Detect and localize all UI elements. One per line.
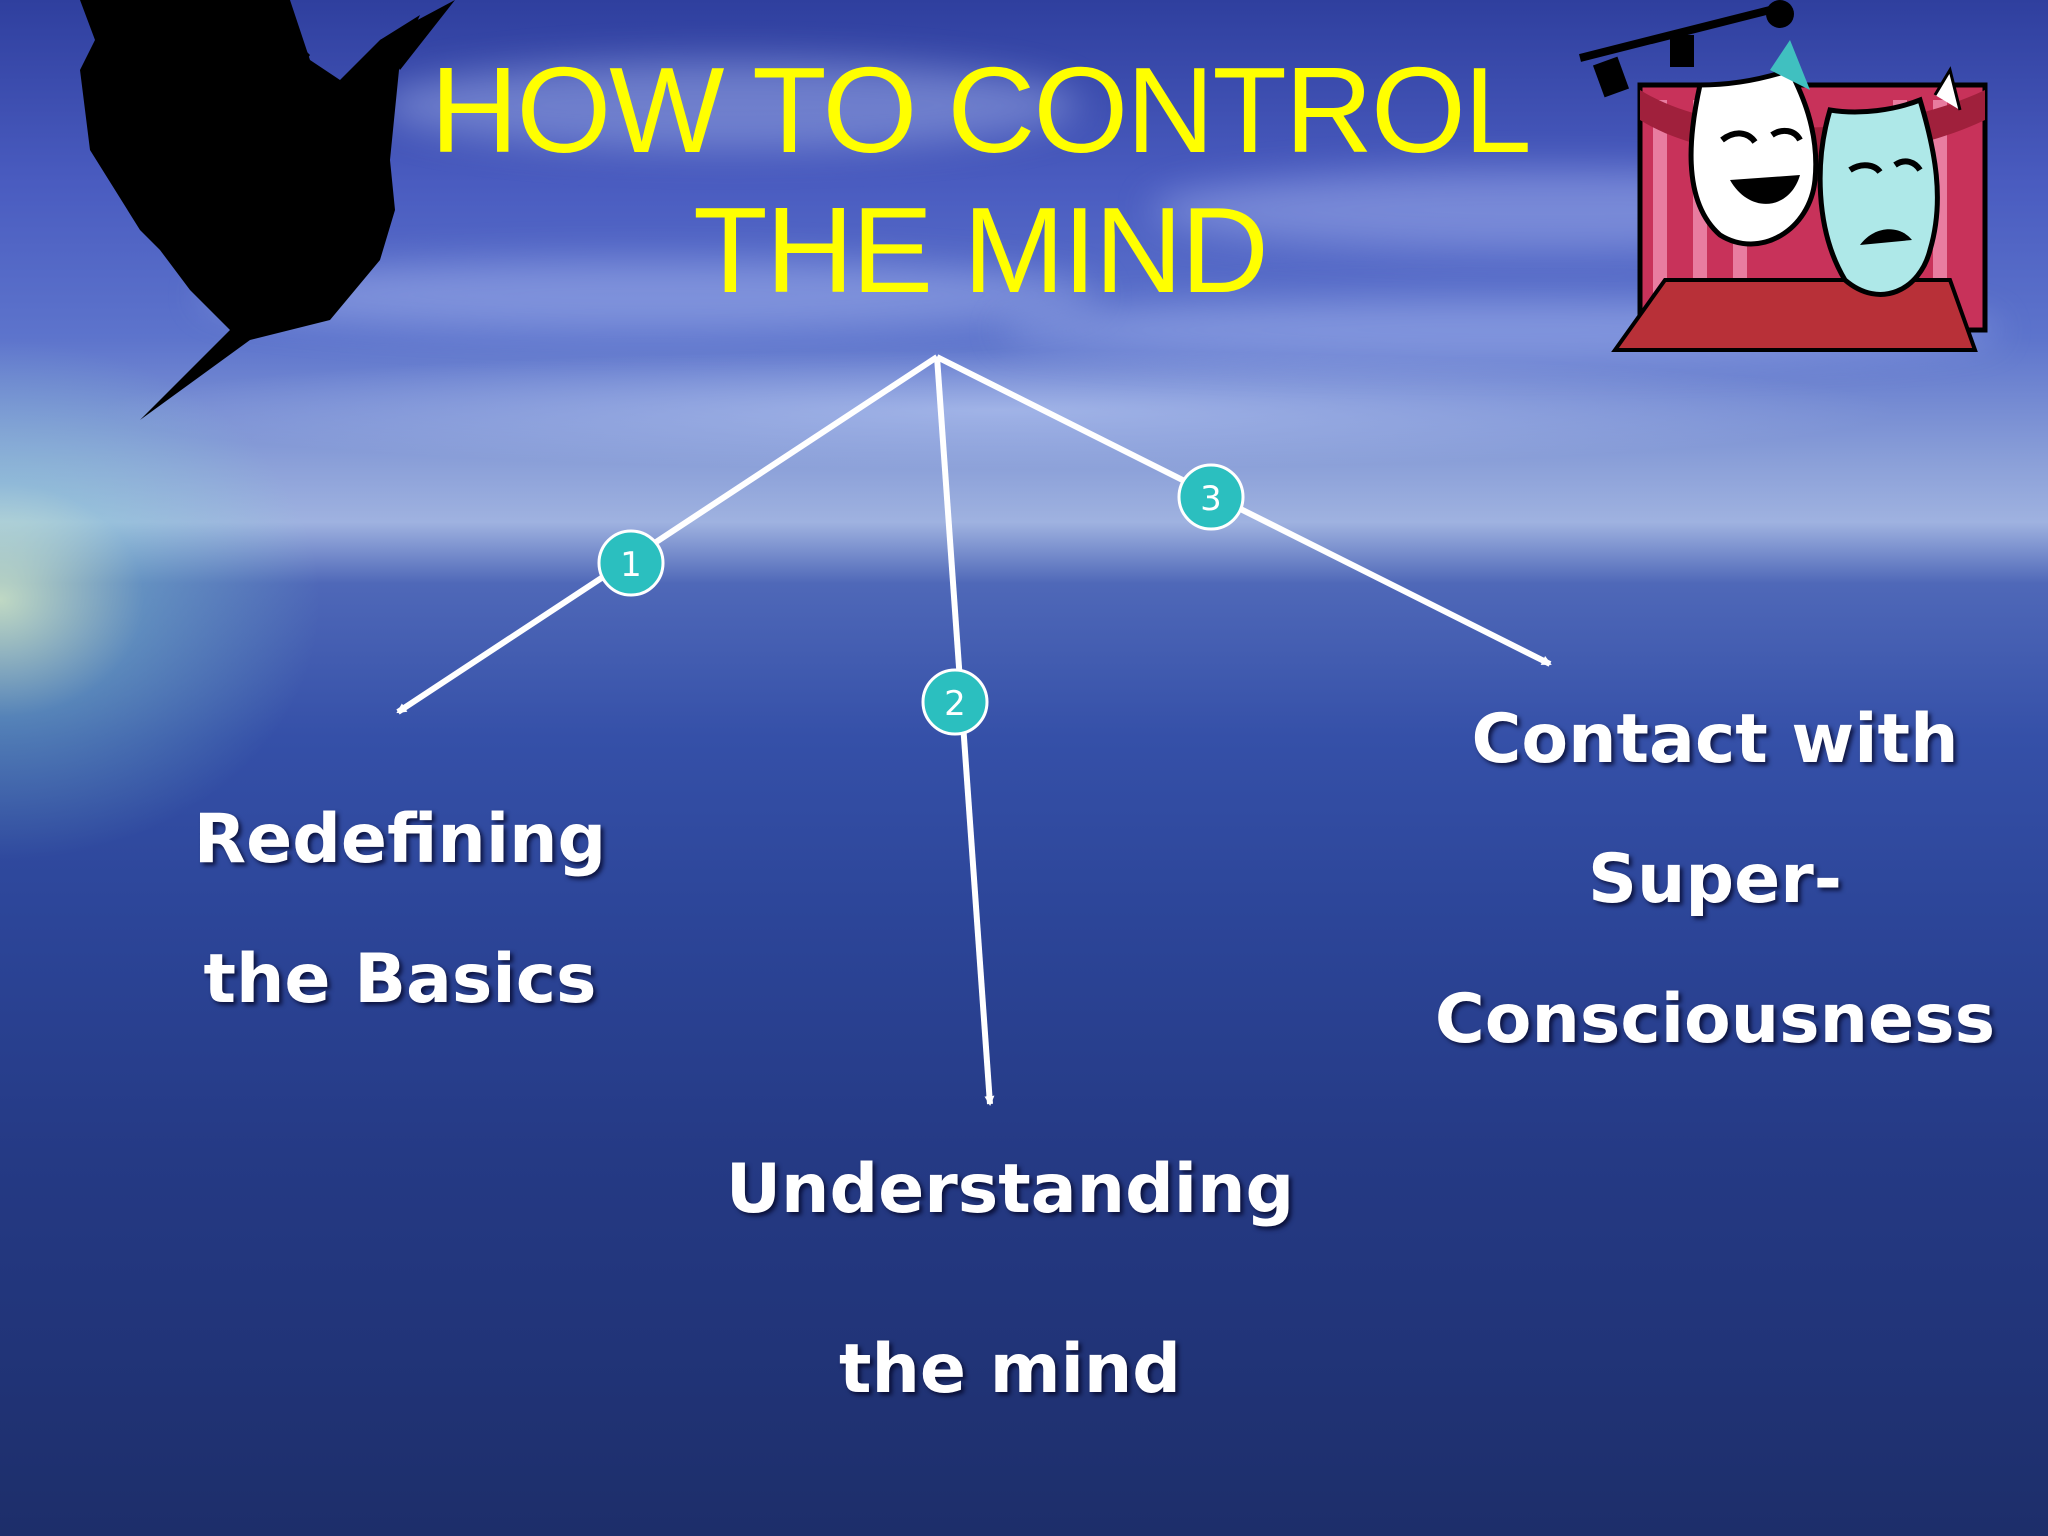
branch-3-label: Contact with Super- Consciousness (1410, 670, 2020, 1090)
branch-2-line: the mind (839, 1330, 1181, 1409)
cloud-wisp (380, 60, 1080, 150)
arrow-to-branch-3 (935, 354, 1552, 667)
badge-3-label: 3 (1200, 479, 1222, 519)
badge-3: 3 (1177, 463, 1245, 531)
branch-1-line: Redefining (193, 800, 607, 879)
badge-2: 2 (921, 668, 989, 736)
branch-2-line: Understanding (725, 1150, 1295, 1229)
slide-title: HOW TO CONTROL THE MIND (330, 40, 1630, 320)
branch-1-label: Redefining the Basics (170, 770, 630, 1050)
branch-3-line: Consciousness (1434, 980, 1996, 1059)
badge-2-label: 2 (944, 684, 966, 724)
badge-1-label: 1 (620, 545, 642, 585)
slide-title-line: THE MIND (693, 182, 1269, 318)
badge-1: 1 (597, 529, 665, 597)
branch-2-label: Understanding the mind (700, 1100, 1320, 1460)
branch-3-line: Super- (1588, 840, 1842, 919)
branch-3-line: Contact with (1471, 700, 1959, 779)
black-bird-silhouette-icon (80, 0, 455, 420)
arrow-to-branch-1 (396, 354, 939, 715)
branch-1-line: the Basics (203, 940, 597, 1019)
theater-masks-stage-icon (1579, 0, 1988, 352)
slide-title-line: HOW TO CONTROL (430, 42, 1531, 178)
